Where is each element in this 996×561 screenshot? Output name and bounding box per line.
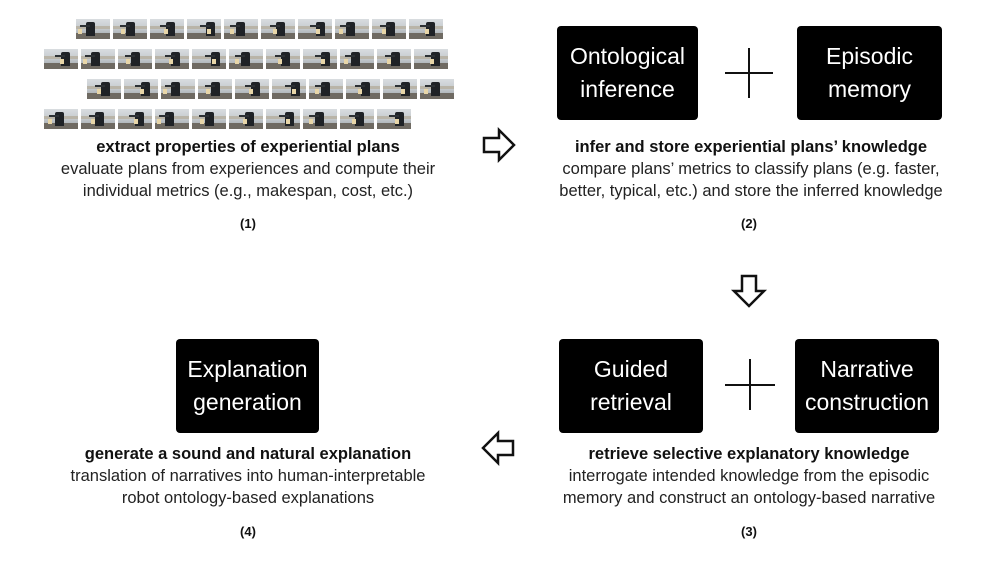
video-frame-thumbnail	[272, 79, 306, 99]
video-frame-thumbnail	[266, 109, 300, 129]
episodic-memory-line-2: memory	[827, 76, 912, 102]
panel-2-desc-line-1: compare plans’ metrics to classify plans…	[562, 160, 940, 178]
panel-2-desc-line-2: better, typical, etc.) and store the inf…	[559, 182, 943, 200]
explanation-generation-box: Explanation generation	[176, 339, 319, 433]
panel-1-number: (1)	[240, 216, 256, 231]
video-frame-thumbnail	[303, 109, 337, 129]
film-strip-row-3	[87, 79, 457, 99]
panel-3-desc-line-1: interrogate intended knowledge from the …	[568, 467, 930, 485]
explanation-generation-line-1: Explanation	[187, 356, 308, 382]
narrative-construction-box: Narrative construction	[795, 339, 939, 433]
panel-4-text: generate a sound and natural explanation…	[0, 443, 496, 509]
arrow-right-icon	[482, 126, 516, 164]
video-frame-thumbnail	[161, 79, 195, 99]
panel-4-desc-line-2: robot ontology-based explanations	[121, 489, 375, 507]
panel-2-title: infer and store experiential plans’ know…	[574, 138, 928, 156]
video-frame-thumbnail	[187, 19, 221, 39]
guided-retrieval-line-1: Guided	[593, 356, 669, 382]
video-frame-thumbnail	[118, 109, 152, 129]
panel-2-number: (2)	[741, 216, 757, 231]
video-frame-thumbnail	[235, 79, 269, 99]
video-frame-thumbnail	[340, 49, 374, 69]
panel-1-desc-line-2: individual metrics (e.g., makespan, cost…	[82, 182, 414, 200]
narrative-construction-line-1: Narrative	[820, 356, 914, 382]
panel-1-text: extract properties of experiential plans…	[0, 136, 496, 202]
video-frame-thumbnail	[303, 49, 337, 69]
explanation-generation-line-2: generation	[193, 389, 302, 415]
arrow-down-icon	[730, 274, 768, 308]
ontological-inference-line-2: inference	[580, 76, 675, 102]
film-strip-row-4	[44, 109, 414, 129]
video-frame-thumbnail	[335, 19, 369, 39]
panel-3-desc-line-2: memory and construct an ontology-based n…	[562, 489, 936, 507]
ontological-inference-line-1: Ontological	[569, 43, 686, 69]
video-frame-thumbnail	[113, 19, 147, 39]
video-frame-thumbnail	[76, 19, 110, 39]
panel-1-desc-line-1: evaluate plans from experiences and comp…	[60, 160, 436, 178]
panel-1-title: extract properties of experiential plans	[96, 138, 400, 156]
panel-4-number: (4)	[240, 524, 256, 539]
video-frame-thumbnail	[298, 19, 332, 39]
video-frame-thumbnail	[118, 49, 152, 69]
panel-4-desc-line-1: translation of narratives into human-int…	[70, 467, 426, 485]
video-frame-thumbnail	[124, 79, 158, 99]
video-frame-thumbnail	[192, 49, 226, 69]
episodic-memory-box: Episodic memory	[797, 26, 942, 120]
video-frame-thumbnail	[409, 19, 443, 39]
guided-retrieval-line-2: retrieval	[590, 389, 672, 415]
ontological-inference-box: Ontological inference	[557, 26, 698, 120]
panel-2-text: infer and store experiential plans’ know…	[506, 136, 996, 202]
video-frame-thumbnail	[150, 19, 184, 39]
guided-retrieval-box: Guided retrieval	[559, 339, 703, 433]
video-frame-thumbnail	[340, 109, 374, 129]
video-frame-thumbnail	[346, 79, 380, 99]
video-frame-thumbnail	[44, 49, 78, 69]
video-frame-thumbnail	[414, 49, 448, 69]
video-frame-thumbnail	[44, 109, 78, 129]
arrow-left-icon	[481, 429, 515, 467]
video-frame-thumbnail	[224, 19, 258, 39]
panel-3-number: (3)	[741, 524, 757, 539]
video-frame-thumbnail	[87, 79, 121, 99]
film-strip-row-2	[44, 49, 451, 69]
video-frame-thumbnail	[192, 109, 226, 129]
panel-3-title: retrieve selective explanatory knowledge	[588, 445, 910, 463]
panel-3-text: retrieve selective explanatory knowledge…	[504, 443, 994, 509]
panel-4-title: generate a sound and natural explanation	[84, 445, 412, 463]
video-frame-thumbnail	[383, 79, 417, 99]
episodic-memory-line-1: Episodic	[826, 43, 913, 69]
narrative-construction-line-2: construction	[804, 389, 929, 415]
video-frame-thumbnail	[155, 49, 189, 69]
film-strip-row-1	[76, 19, 446, 39]
video-frame-thumbnail	[198, 79, 232, 99]
video-frame-thumbnail	[377, 49, 411, 69]
video-frame-thumbnail	[81, 49, 115, 69]
video-frame-thumbnail	[261, 19, 295, 39]
video-frame-thumbnail	[155, 109, 189, 129]
video-frame-thumbnail	[266, 49, 300, 69]
video-frame-thumbnail	[81, 109, 115, 129]
video-frame-thumbnail	[309, 79, 343, 99]
video-frame-thumbnail	[377, 109, 411, 129]
video-frame-thumbnail	[372, 19, 406, 39]
video-frame-thumbnail	[229, 109, 263, 129]
video-frame-thumbnail	[420, 79, 454, 99]
video-frame-thumbnail	[229, 49, 263, 69]
